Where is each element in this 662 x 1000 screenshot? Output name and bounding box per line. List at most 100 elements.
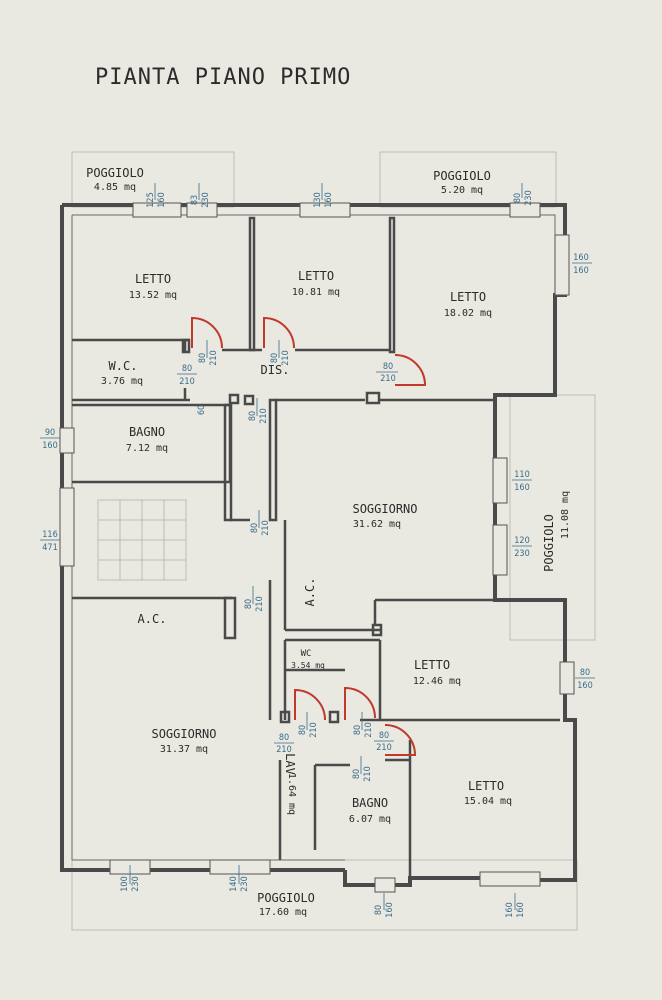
svg-text:80: 80 (182, 364, 192, 374)
balcony-1-area: 4.85 mq (94, 182, 136, 193)
room-bagno-2-area: 6.07 mq (349, 814, 391, 825)
svg-text:80: 80 (379, 731, 389, 741)
svg-text:160: 160 (385, 902, 395, 917)
svg-text:210: 210 (376, 743, 391, 753)
balcony-2-name: POGGIOLO (433, 169, 491, 183)
dim-w8: 110 160 (512, 470, 532, 493)
svg-text:80: 80 (298, 725, 308, 735)
svg-text:90: 90 (45, 428, 55, 438)
svg-text:210: 210 (255, 596, 265, 611)
room-soggiorno-2-name: SOGGIORNO (151, 727, 216, 741)
svg-text:80: 80 (383, 362, 393, 372)
room-ac-2-name: A.C. (303, 578, 317, 607)
dim-d6: 80 210 (250, 510, 271, 536)
dim-d3: 80 210 (376, 362, 398, 384)
dim-d12: 80 210 (374, 731, 394, 753)
dim-w3: 130 160 (313, 183, 334, 208)
svg-text:80: 80 (270, 353, 280, 363)
svg-text:160: 160 (505, 902, 515, 917)
dim-d9: 80 210 (353, 712, 374, 738)
svg-text:210: 210 (363, 766, 373, 781)
balcony-4-area: 17.60 mq (259, 907, 307, 918)
svg-text:83: 83 (190, 195, 200, 205)
room-bagno-1-area: 7.12 mq (126, 443, 168, 454)
dim-d2: 80 210 (270, 340, 291, 366)
room-wc-1-area: 3.76 mq (101, 376, 143, 387)
svg-text:160: 160 (516, 902, 526, 917)
svg-text:160: 160 (573, 266, 588, 276)
svg-text:210: 210 (309, 722, 319, 737)
balcony-3-name: POGGIOLO (542, 514, 556, 572)
interior-walls (72, 216, 560, 878)
dim-w13: 80 160 (374, 893, 395, 918)
room-lav-name: LAV (283, 753, 297, 775)
svg-text:160: 160 (577, 681, 592, 691)
room-dis-name: DIS. (261, 363, 290, 377)
room-lav-area: 1.64 mq (286, 773, 297, 815)
svg-text:160: 160 (514, 483, 529, 493)
room-soggiorno-1-area: 31.62 mq (353, 519, 401, 530)
svg-text:80: 80 (248, 411, 258, 421)
dim-w6: 90 160 (40, 428, 60, 451)
room-letto-a-area: 13.52 mq (129, 290, 177, 301)
dim-w4: 80 230 (513, 183, 534, 206)
svg-text:80: 80 (250, 523, 260, 533)
dim-w9: 120 230 (512, 536, 532, 559)
room-wc-2-name: WC (301, 649, 312, 659)
staircase (97, 499, 187, 581)
svg-text:160: 160 (42, 441, 57, 451)
dim-niche: 60 (197, 405, 207, 415)
dim-w10: 80 160 (575, 668, 595, 691)
svg-text:80: 80 (513, 193, 523, 203)
svg-text:120: 120 (514, 536, 529, 546)
balcony-1-name: POGGIOLO (86, 166, 144, 180)
dim-w7: 116 471 (40, 530, 60, 553)
balcony-4-name: POGGIOLO (257, 891, 315, 905)
room-wc-1-name: W.C. (109, 359, 138, 373)
doors (191, 316, 427, 756)
svg-text:160: 160 (157, 192, 167, 207)
svg-text:471: 471 (42, 543, 57, 553)
svg-text:100: 100 (120, 876, 130, 891)
svg-text:210: 210 (281, 350, 291, 365)
svg-text:80: 80 (198, 353, 208, 363)
svg-text:230: 230 (514, 549, 529, 559)
room-letto-a-name: LETTO (135, 272, 171, 286)
room-letto-b-name: LETTO (298, 269, 334, 283)
svg-text:210: 210 (209, 350, 219, 365)
wall-markers (181, 338, 383, 724)
opening-dimensions: 125 160 83 230 130 160 80 230 160 160 90… (40, 183, 595, 918)
svg-text:110: 110 (514, 470, 529, 480)
svg-text:80: 80 (374, 905, 384, 915)
dim-w1: 125 160 (146, 183, 167, 208)
room-letto-e-area: 15.04 mq (464, 796, 512, 807)
balcony-2-area: 5.20 mq (441, 185, 483, 196)
dim-w5: 160 160 (572, 253, 592, 276)
dim-d8: 80 210 (298, 712, 319, 738)
svg-text:80: 80 (580, 668, 590, 678)
svg-text:80: 80 (244, 599, 254, 609)
svg-text:80: 80 (279, 733, 289, 743)
room-bagno-1-name: BAGNO (129, 425, 165, 439)
dim-w14: 160 160 (505, 893, 526, 918)
svg-text:116: 116 (42, 530, 57, 540)
svg-text:140: 140 (229, 876, 239, 891)
dim-d7: 80 210 (244, 586, 265, 612)
svg-text:80: 80 (352, 769, 362, 779)
room-ac-1-name: A.C. (138, 612, 167, 626)
balcony-labels: POGGIOLO 4.85 mq POGGIOLO 5.20 mq POGGIO… (86, 166, 571, 918)
room-bagno-2-name: BAGNO (352, 796, 388, 810)
dim-d5: 80 210 (248, 398, 269, 424)
plan-title: PIANTA PIANO PRIMO (95, 65, 351, 90)
svg-text:230: 230 (524, 190, 534, 205)
room-wc-2-area: 3.54 mq (291, 661, 325, 670)
svg-text:80: 80 (353, 725, 363, 735)
dim-d10: 80 210 (274, 733, 294, 755)
svg-text:210: 210 (276, 745, 291, 755)
room-letto-d-name: LETTO (414, 658, 450, 672)
svg-text:130: 130 (313, 192, 323, 207)
room-soggiorno-1-name: SOGGIORNO (352, 502, 417, 516)
dim-d11: 80 210 (352, 756, 373, 782)
room-letto-c-name: LETTO (450, 290, 486, 304)
dim-w2: 83 230 (190, 183, 211, 208)
